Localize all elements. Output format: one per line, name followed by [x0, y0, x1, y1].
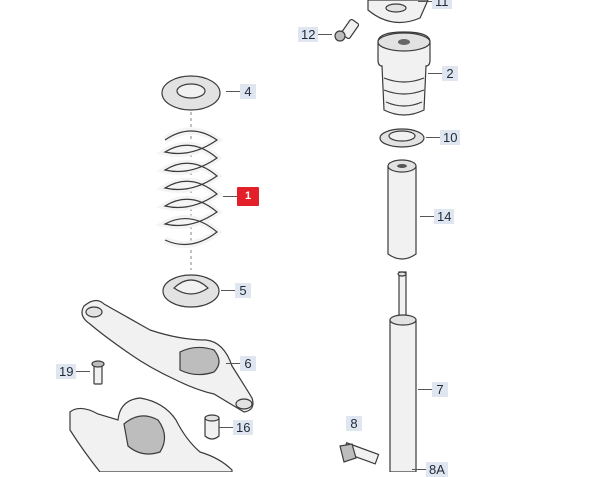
callout-11-label: 11	[432, 0, 452, 9]
callout-7-label: 7	[432, 382, 448, 397]
bush-16	[204, 414, 220, 440]
callout-10[interactable]: 10	[426, 130, 461, 145]
callout-10-leader	[426, 137, 440, 138]
callout-10-label: 10	[440, 130, 461, 145]
callout-8A-leader	[412, 469, 426, 470]
callout-14-label: 14	[434, 209, 455, 224]
callout-14[interactable]: 14	[420, 209, 455, 224]
bolt-19	[91, 360, 105, 385]
control-arm	[81, 299, 254, 413]
callout-2-leader	[428, 73, 442, 74]
callout-14-leader	[420, 216, 434, 217]
callout-7-leader	[418, 389, 432, 390]
callout-19-label: 19	[56, 364, 77, 379]
callout-19-leader	[76, 371, 91, 372]
callout-4-label: 4	[240, 84, 256, 99]
callout-1-leader	[223, 196, 237, 197]
bolt-12	[334, 18, 360, 42]
coil-spring	[155, 112, 224, 270]
callout-12-label: 12	[298, 27, 319, 42]
callout-11[interactable]: 11	[418, 0, 452, 9]
callout-4[interactable]: 4	[226, 84, 256, 99]
spring-seat-upper	[161, 75, 221, 111]
callout-5-leader	[221, 290, 235, 291]
washer-10	[379, 128, 425, 148]
callout-2[interactable]: 2	[428, 66, 458, 81]
callout-5-label: 5	[235, 283, 251, 298]
callout-8-label: 8	[346, 416, 362, 431]
callout-6-leader	[226, 363, 240, 364]
callout-6[interactable]: 6	[226, 356, 256, 371]
callout-16-label: 16	[233, 420, 254, 435]
callout-16-leader	[219, 427, 233, 428]
callout-2-label: 2	[442, 66, 458, 81]
callout-11-leader	[418, 1, 432, 2]
callout-12-leader	[318, 34, 333, 35]
callout-7[interactable]: 7	[418, 382, 448, 397]
shock-absorber	[389, 271, 417, 473]
callout-12[interactable]: 12	[298, 27, 333, 42]
callout-16[interactable]: 16	[219, 420, 254, 435]
callout-8A-label: 8A	[426, 462, 448, 477]
spring-seat-lower	[162, 274, 220, 308]
axle-carrier	[69, 397, 233, 473]
callout-19[interactable]: 19	[56, 364, 91, 379]
callout-5[interactable]: 5	[221, 283, 251, 298]
bolt-8	[339, 442, 380, 465]
callout-4-leader	[226, 91, 240, 92]
bump-stop	[377, 31, 431, 116]
top-mount	[367, 0, 429, 24]
protective-sleeve	[387, 159, 417, 260]
callout-1[interactable]: 1	[223, 187, 259, 206]
callout-8A[interactable]: 8A	[412, 462, 448, 477]
callout-8[interactable]: 8	[346, 416, 362, 431]
callout-6-label: 6	[240, 356, 256, 371]
callout-1-label: 1	[237, 187, 259, 206]
